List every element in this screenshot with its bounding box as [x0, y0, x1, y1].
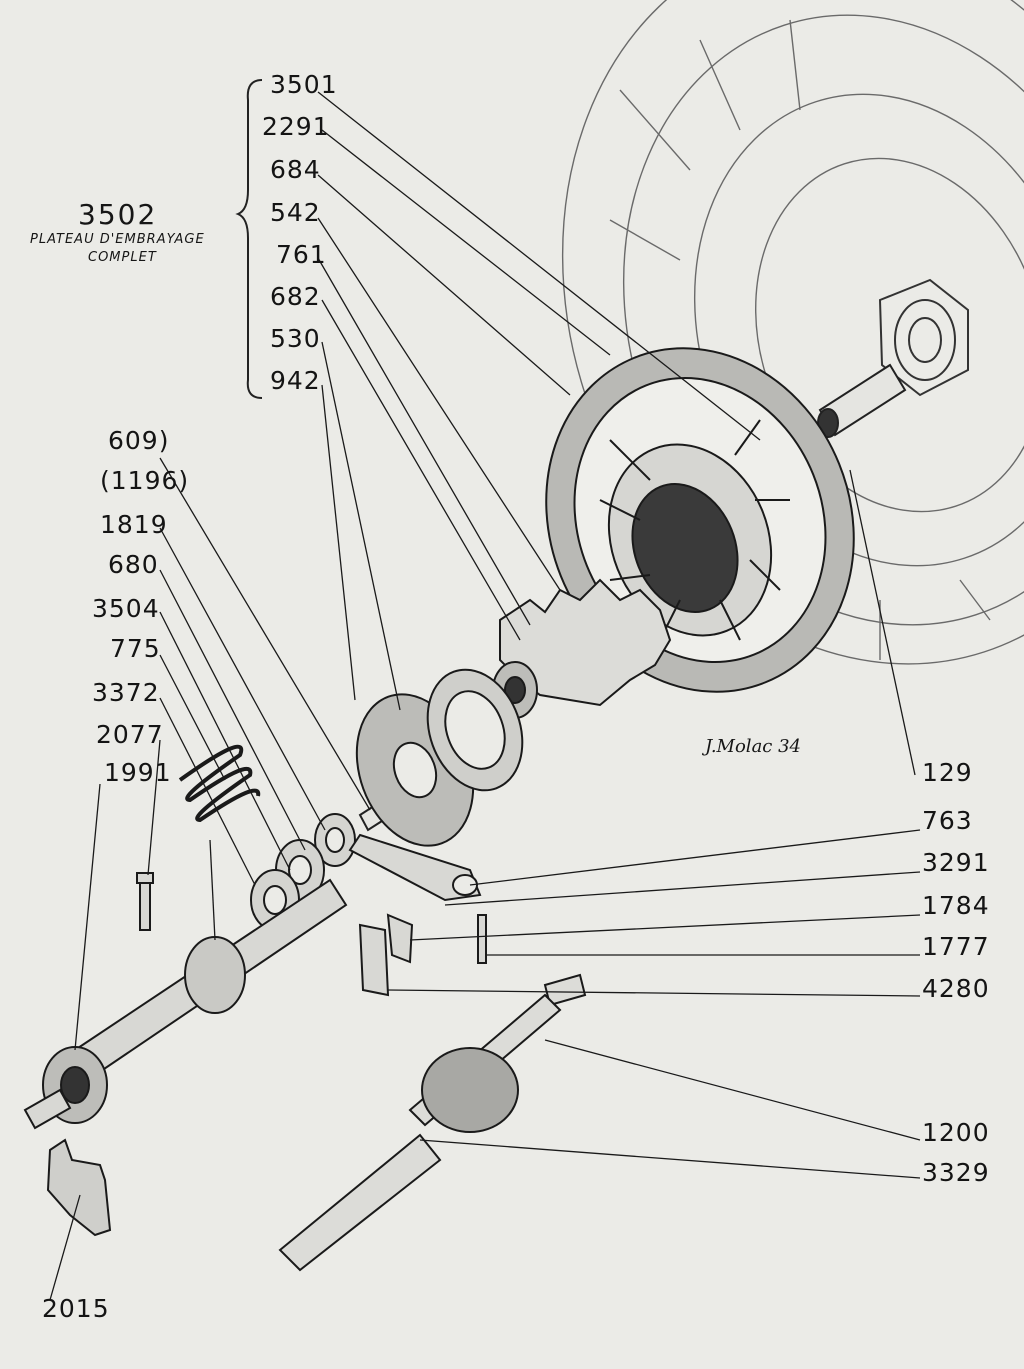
callout-942: 942 — [270, 366, 321, 395]
callout-1777: 1777 — [922, 932, 990, 961]
callout-3291: 3291 — [922, 848, 990, 877]
callout-530: 530 — [270, 324, 321, 353]
callout-3504: 3504 — [92, 594, 160, 623]
callout-3501: 3501 — [270, 70, 338, 99]
assembly-title-line-1: PLATEAU D'EMBRAYAGE — [30, 232, 205, 247]
brace — [235, 79, 263, 399]
spring — [178, 744, 261, 823]
callout-3329: 3329 — [922, 1158, 990, 1187]
artist-signature: J.Molac 34 — [705, 736, 802, 757]
callout-542: 542 — [270, 198, 321, 227]
callout-775: 775 — [110, 634, 161, 663]
drive-gear — [492, 578, 672, 719]
callout-1991: 1991 — [104, 758, 172, 787]
callout-682: 682 — [270, 282, 321, 311]
callout-680: 680 — [108, 550, 159, 579]
callout-1784: 1784 — [922, 891, 990, 920]
callout-761: 761 — [276, 240, 327, 269]
output-shaft — [278, 973, 587, 1272]
callout-1819: 1819 — [100, 510, 168, 539]
callout-1196: (1196) — [100, 466, 190, 495]
shift-fork — [46, 1138, 112, 1237]
callout-609: 609) — [108, 426, 170, 455]
pressure-plate — [355, 668, 524, 847]
callout-2077: 2077 — [96, 720, 164, 749]
callout-129: 129 — [922, 758, 973, 787]
callout-3372: 3372 — [92, 678, 160, 707]
release-shaft — [23, 878, 348, 1130]
callout-2015: 2015 — [42, 1294, 110, 1323]
callout-763: 763 — [922, 806, 973, 835]
callout-684: 684 — [270, 155, 321, 184]
callout-1200: 1200 — [922, 1118, 990, 1147]
assembly-title-line-2: COMPLET — [88, 250, 157, 265]
assembly-number: 3502 — [78, 198, 158, 231]
bolt — [136, 872, 154, 931]
lever-and-pins — [348, 833, 487, 997]
hub-nut — [878, 278, 969, 397]
callout-4280: 4280 — [922, 974, 990, 1003]
sleeve-129 — [817, 363, 907, 438]
leader-lines — [49, 91, 921, 1301]
callout-2291: 2291 — [262, 112, 330, 141]
